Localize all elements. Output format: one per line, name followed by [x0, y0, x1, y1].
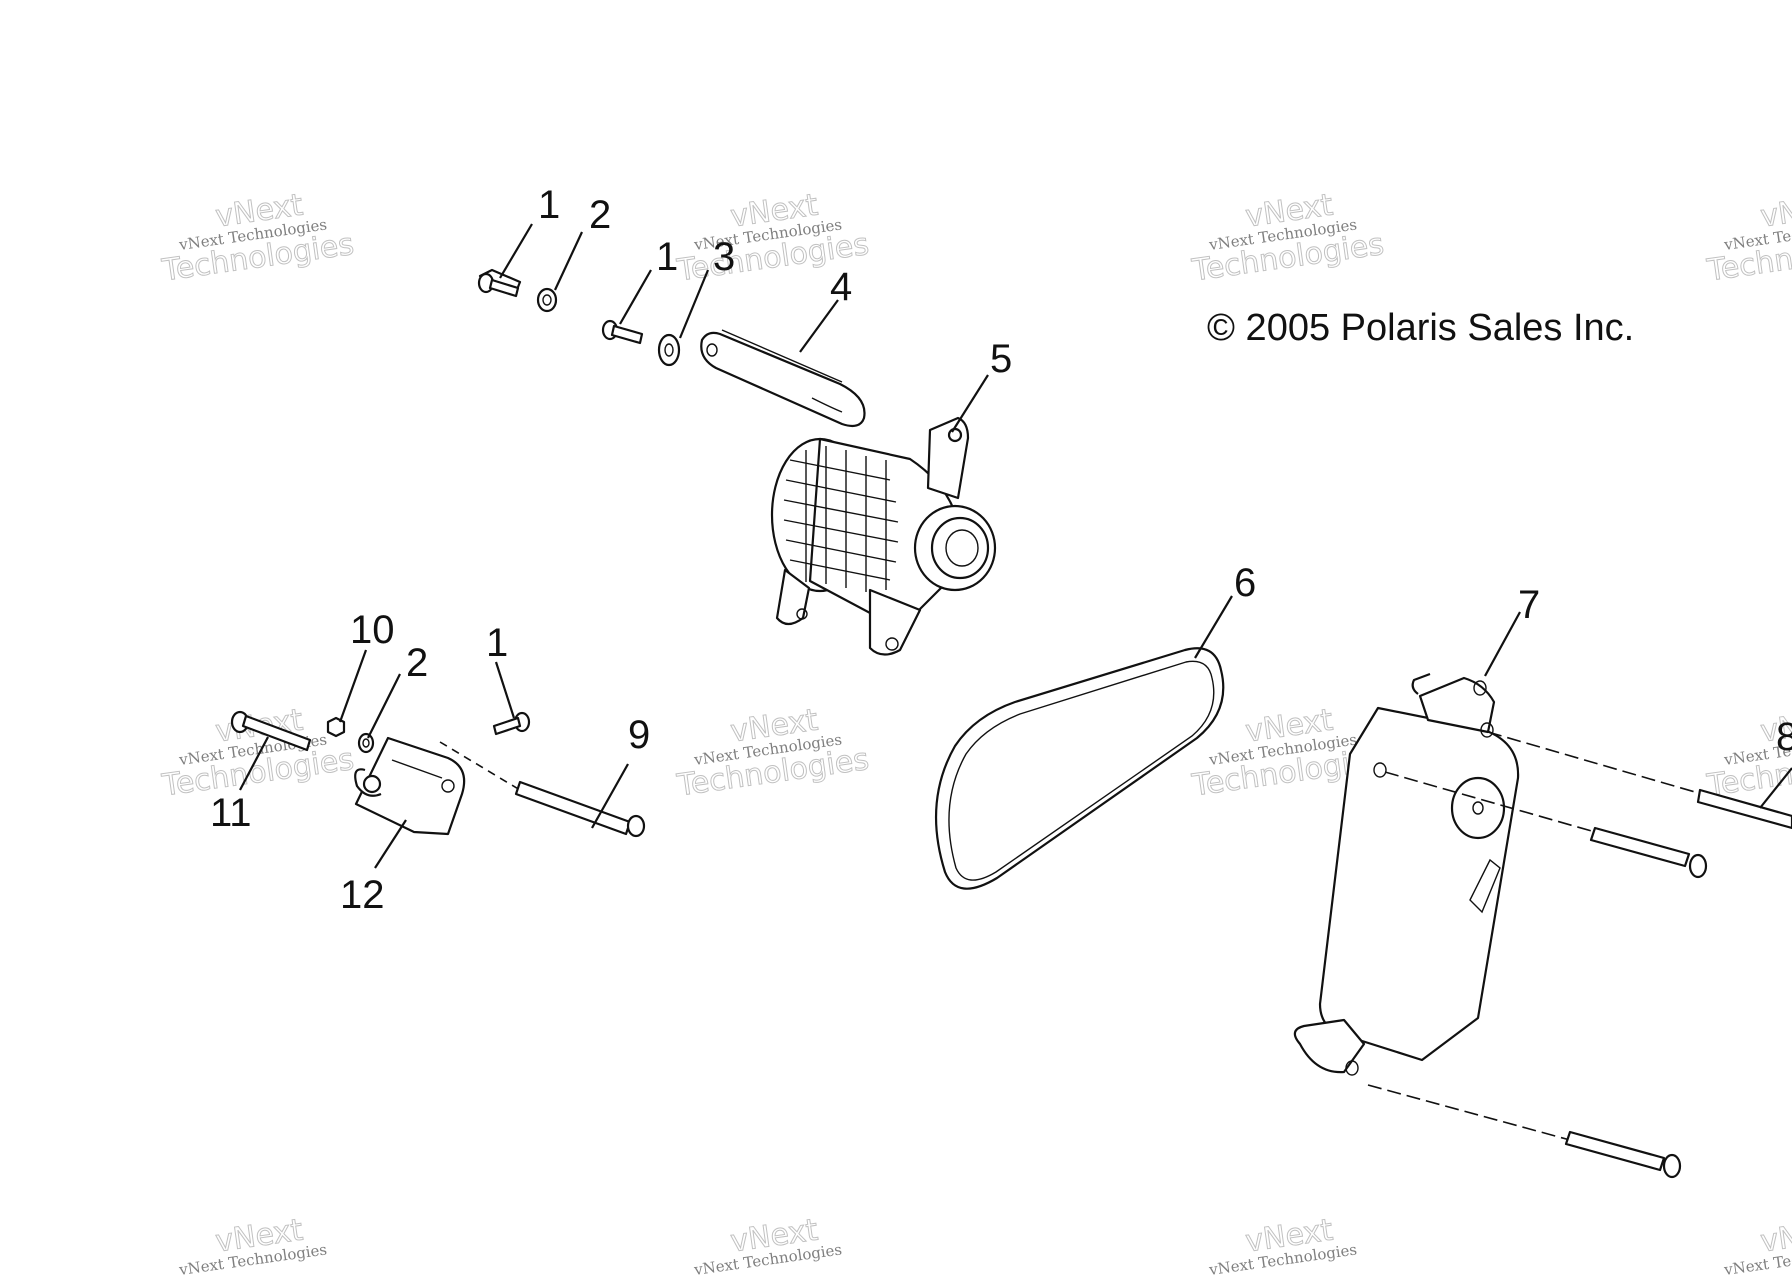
callout-9: 9 — [628, 713, 650, 757]
callout-1: 1 — [486, 621, 508, 665]
watermark: vNext vNext Technologies Technologies — [1189, 187, 1387, 289]
callout-3: 3 — [713, 235, 735, 279]
copyright-notice: © 2005 Polaris Sales Inc. — [1207, 307, 1634, 349]
bolt-part-1c — [492, 711, 531, 736]
washer-part-2a — [536, 287, 558, 313]
callout-6: 6 — [1234, 561, 1256, 605]
watermark: vNext vNext Technologies Technologies — [159, 187, 357, 289]
callout-10: 10 — [350, 608, 395, 652]
watermark: vNext vNext Technologies — [1207, 1212, 1358, 1279]
callout-1: 1 — [656, 235, 678, 279]
bolt-part-1b — [601, 319, 644, 345]
bolt-part-9 — [514, 780, 646, 838]
callout-4: 4 — [830, 265, 852, 309]
belt-part-6 — [934, 647, 1225, 890]
long-bolt-b — [1564, 1130, 1682, 1179]
callout-12: 12 — [340, 873, 385, 917]
washer-part-2b — [357, 732, 375, 754]
tensioner-part-12 — [354, 736, 466, 836]
callout-7: 7 — [1518, 583, 1540, 627]
leader-lines — [239, 223, 1792, 869]
bolt-part-1a — [477, 268, 522, 298]
watermark: vNext vNext Technologies Technologies — [674, 187, 872, 289]
callout-8: 8 — [1776, 715, 1792, 759]
callout-2: 2 — [406, 641, 428, 685]
callout-11: 11 — [210, 791, 252, 835]
callout-5: 5 — [990, 337, 1012, 381]
assembly-centerlines — [439, 731, 1696, 1141]
alternator-part-5 — [770, 416, 997, 656]
nut-part-10 — [326, 716, 346, 738]
washer-part-3 — [657, 333, 681, 367]
callout-2: 2 — [589, 193, 611, 237]
watermark: vNext vNext Technologies Technologies — [674, 702, 872, 804]
callout-numbers: 1 2 1 3 4 5 6 7 8 9 10 2 1 11 12 — [210, 183, 1792, 917]
watermark: vNext vNext Technologies — [177, 1212, 328, 1279]
long-bolt-a — [1589, 826, 1708, 879]
watermark: vNext vNext Technologies Technologies — [1704, 187, 1792, 289]
watermark: vNext vNext Technologies Technologies — [159, 702, 357, 804]
watermark: vNext vNext Technologies — [1722, 1212, 1792, 1279]
bolt-part-11 — [230, 710, 312, 752]
bracket-part-4 — [700, 329, 866, 428]
callout-1: 1 — [538, 183, 560, 227]
watermark: vNext vNext Technologies — [692, 1212, 843, 1279]
